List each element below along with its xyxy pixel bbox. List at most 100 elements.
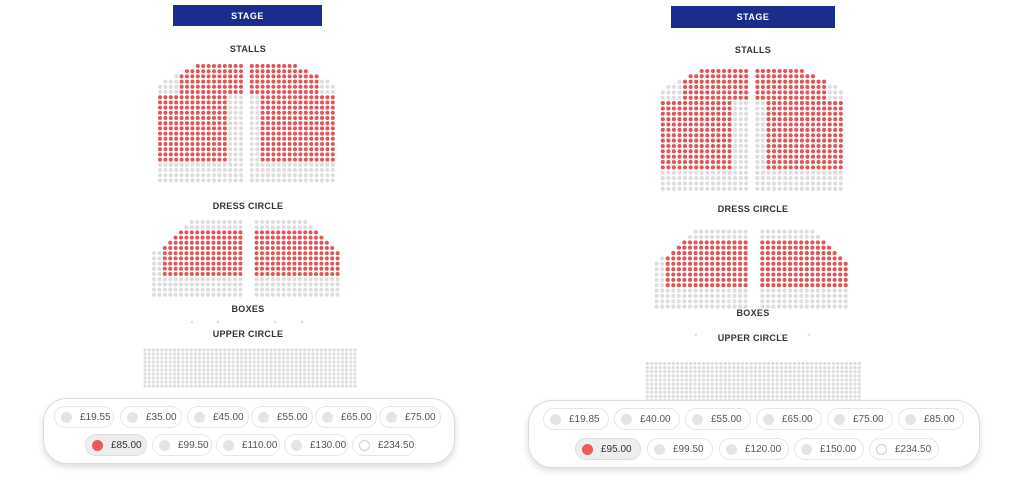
seat-available[interactable]	[676, 261, 681, 266]
seat-available[interactable]	[293, 84, 297, 89]
seat-available[interactable]	[282, 131, 287, 136]
seat-unavailable[interactable]	[198, 376, 202, 380]
seat-unavailable[interactable]	[160, 356, 164, 360]
seat-unavailable[interactable]	[844, 365, 848, 370]
seat-unavailable[interactable]	[776, 293, 782, 298]
seat-unavailable[interactable]	[654, 365, 658, 370]
seat-available[interactable]	[732, 272, 737, 277]
box-seat[interactable]	[190, 320, 194, 324]
seat-unavailable[interactable]	[733, 154, 738, 159]
seat-available[interactable]	[810, 101, 816, 106]
seat-available[interactable]	[260, 116, 265, 120]
seat-available[interactable]	[222, 251, 227, 256]
seat-available[interactable]	[793, 283, 798, 288]
seat-available[interactable]	[822, 122, 827, 127]
seat-available[interactable]	[287, 266, 291, 271]
seat-available[interactable]	[755, 74, 760, 79]
seat-unavailable[interactable]	[663, 378, 667, 382]
seat-available[interactable]	[771, 283, 776, 288]
seat-available[interactable]	[249, 64, 254, 68]
seat-available[interactable]	[216, 246, 221, 250]
seat-available[interactable]	[799, 154, 804, 159]
seat-unavailable[interactable]	[760, 127, 765, 132]
seat-available[interactable]	[805, 101, 810, 106]
seat-available[interactable]	[249, 79, 254, 84]
seat-unavailable[interactable]	[151, 360, 155, 364]
seat-unavailable[interactable]	[771, 293, 776, 298]
seat-unavailable[interactable]	[325, 162, 330, 167]
seat-unavailable[interactable]	[723, 361, 727, 366]
seat-available[interactable]	[174, 131, 179, 136]
seat-unavailable[interactable]	[287, 277, 291, 282]
seat-available[interactable]	[282, 136, 287, 141]
seat-unavailable[interactable]	[676, 304, 681, 309]
seat-unavailable[interactable]	[810, 365, 814, 370]
seat-unavailable[interactable]	[172, 364, 176, 368]
seat-available[interactable]	[189, 272, 194, 276]
seat-available[interactable]	[699, 106, 704, 111]
seat-available[interactable]	[777, 84, 782, 90]
seat-unavailable[interactable]	[776, 288, 782, 293]
seat-unavailable[interactable]	[307, 356, 311, 360]
seat-available[interactable]	[308, 230, 313, 235]
seat-available[interactable]	[330, 251, 335, 256]
seat-unavailable[interactable]	[710, 176, 715, 181]
seat-available[interactable]	[832, 272, 837, 277]
seat-unavailable[interactable]	[239, 136, 243, 141]
seat-unavailable[interactable]	[315, 384, 319, 388]
seat-available[interactable]	[222, 90, 227, 94]
seat-available[interactable]	[777, 143, 782, 149]
seat-available[interactable]	[822, 95, 827, 100]
seat-available[interactable]	[238, 240, 243, 245]
seat-available[interactable]	[838, 277, 843, 282]
seat-unavailable[interactable]	[189, 277, 194, 282]
seat-available[interactable]	[833, 138, 838, 143]
seat-unavailable[interactable]	[682, 288, 687, 293]
seat-available[interactable]	[190, 110, 195, 115]
seat-available[interactable]	[810, 106, 816, 111]
seat-unavailable[interactable]	[645, 378, 649, 382]
seat-available[interactable]	[676, 277, 681, 282]
seat-available[interactable]	[705, 138, 710, 143]
seat-unavailable[interactable]	[823, 386, 827, 390]
seat-unavailable[interactable]	[181, 356, 185, 360]
seat-unavailable[interactable]	[200, 292, 205, 297]
seat-unavailable[interactable]	[699, 288, 704, 293]
seat-unavailable[interactable]	[810, 304, 815, 309]
seat-unavailable[interactable]	[340, 360, 344, 364]
seat-available[interactable]	[254, 230, 259, 235]
seat-available[interactable]	[298, 95, 303, 100]
seat-available[interactable]	[222, 256, 227, 261]
seat-unavailable[interactable]	[805, 386, 810, 390]
seat-unavailable[interactable]	[239, 116, 243, 120]
seat-unavailable[interactable]	[844, 394, 848, 399]
seat-unavailable[interactable]	[853, 361, 857, 366]
seat-unavailable[interactable]	[826, 288, 832, 293]
seat-available[interactable]	[783, 90, 788, 95]
seat-available[interactable]	[783, 138, 788, 143]
seat-unavailable[interactable]	[315, 352, 319, 356]
seat-unavailable[interactable]	[214, 376, 218, 380]
seat-unavailable[interactable]	[202, 368, 206, 372]
seat-available[interactable]	[799, 165, 804, 170]
seat-available[interactable]	[206, 95, 211, 100]
seat-unavailable[interactable]	[206, 360, 210, 364]
seat-unavailable[interactable]	[228, 95, 233, 100]
seat-unavailable[interactable]	[168, 173, 173, 178]
seat-available[interactable]	[827, 159, 832, 165]
seat-available[interactable]	[816, 127, 821, 132]
price-option[interactable]: £99.50	[647, 438, 713, 460]
seat-available[interactable]	[838, 127, 843, 132]
seat-unavailable[interactable]	[671, 304, 676, 309]
seat-unavailable[interactable]	[753, 361, 758, 366]
seat-unavailable[interactable]	[650, 386, 654, 390]
seat-unavailable[interactable]	[168, 84, 173, 89]
seat-unavailable[interactable]	[788, 365, 792, 370]
seat-available[interactable]	[168, 100, 173, 105]
seat-unavailable[interactable]	[706, 390, 710, 394]
seat-available[interactable]	[699, 101, 704, 106]
seat-available[interactable]	[660, 106, 665, 111]
seat-available[interactable]	[766, 74, 771, 79]
seat-available[interactable]	[287, 251, 291, 256]
seat-available[interactable]	[185, 105, 189, 110]
